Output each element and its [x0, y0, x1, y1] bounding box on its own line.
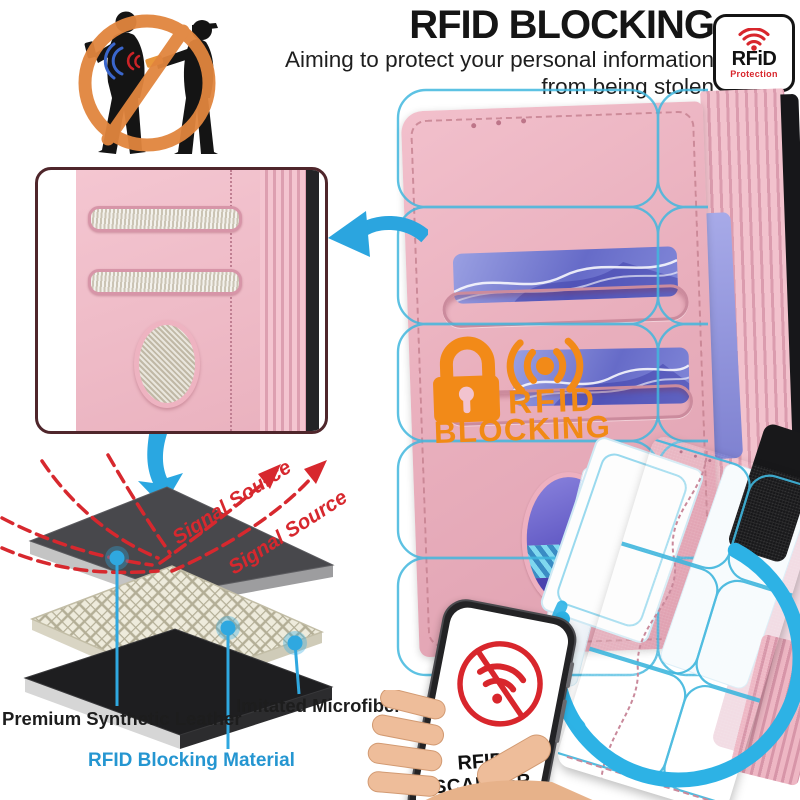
label-rfid-blocking-material: RFID Blocking Material: [88, 750, 295, 771]
page-title: RFID BLOCKING: [409, 3, 715, 47]
callout-lines: [115, 558, 301, 749]
layer-bottom-microfiber: [23, 628, 334, 749]
left-arrow-icon: [326, 205, 428, 269]
holding-hand: [367, 690, 593, 800]
arrowhead: [304, 460, 327, 484]
rfid-protection-badge: RFiD Protection: [713, 14, 795, 92]
subtitle-line-1: Aiming to protect your personal informat…: [285, 47, 714, 72]
rfid-overlay-word-2: BLOCKING: [433, 408, 612, 451]
no-theft-icon: [50, 2, 250, 167]
detail-slot-2: [88, 269, 242, 295]
prohibition-ring: [78, 14, 216, 152]
signal-waves-icon: [103, 42, 141, 80]
detail-oval-window: [134, 320, 200, 408]
wifi-icon: [738, 27, 770, 51]
badge-caption: Protection: [730, 68, 778, 79]
pinhole: [496, 120, 502, 126]
label-imitated-microfiber: Imitated Microfiber: [236, 695, 402, 716]
detail-phone-edge: [306, 170, 319, 431]
arrowhead: [258, 464, 281, 489]
callout-dots: [105, 546, 307, 655]
down-arrow-icon: [138, 429, 183, 507]
label-premium-synthetic-leather: Premium Synthetic Leather: [2, 708, 242, 729]
material-layers-diagram: Signal Source Signal Source: [0, 429, 351, 749]
detail-slot-1: [88, 206, 242, 232]
detail-spine-ribs: [260, 170, 306, 431]
detail-stitch-seam: [230, 170, 232, 431]
signal-bounce-arrows: [0, 453, 314, 575]
case-detail-photo: [35, 167, 328, 434]
badge-brand: RFiD: [731, 47, 777, 70]
